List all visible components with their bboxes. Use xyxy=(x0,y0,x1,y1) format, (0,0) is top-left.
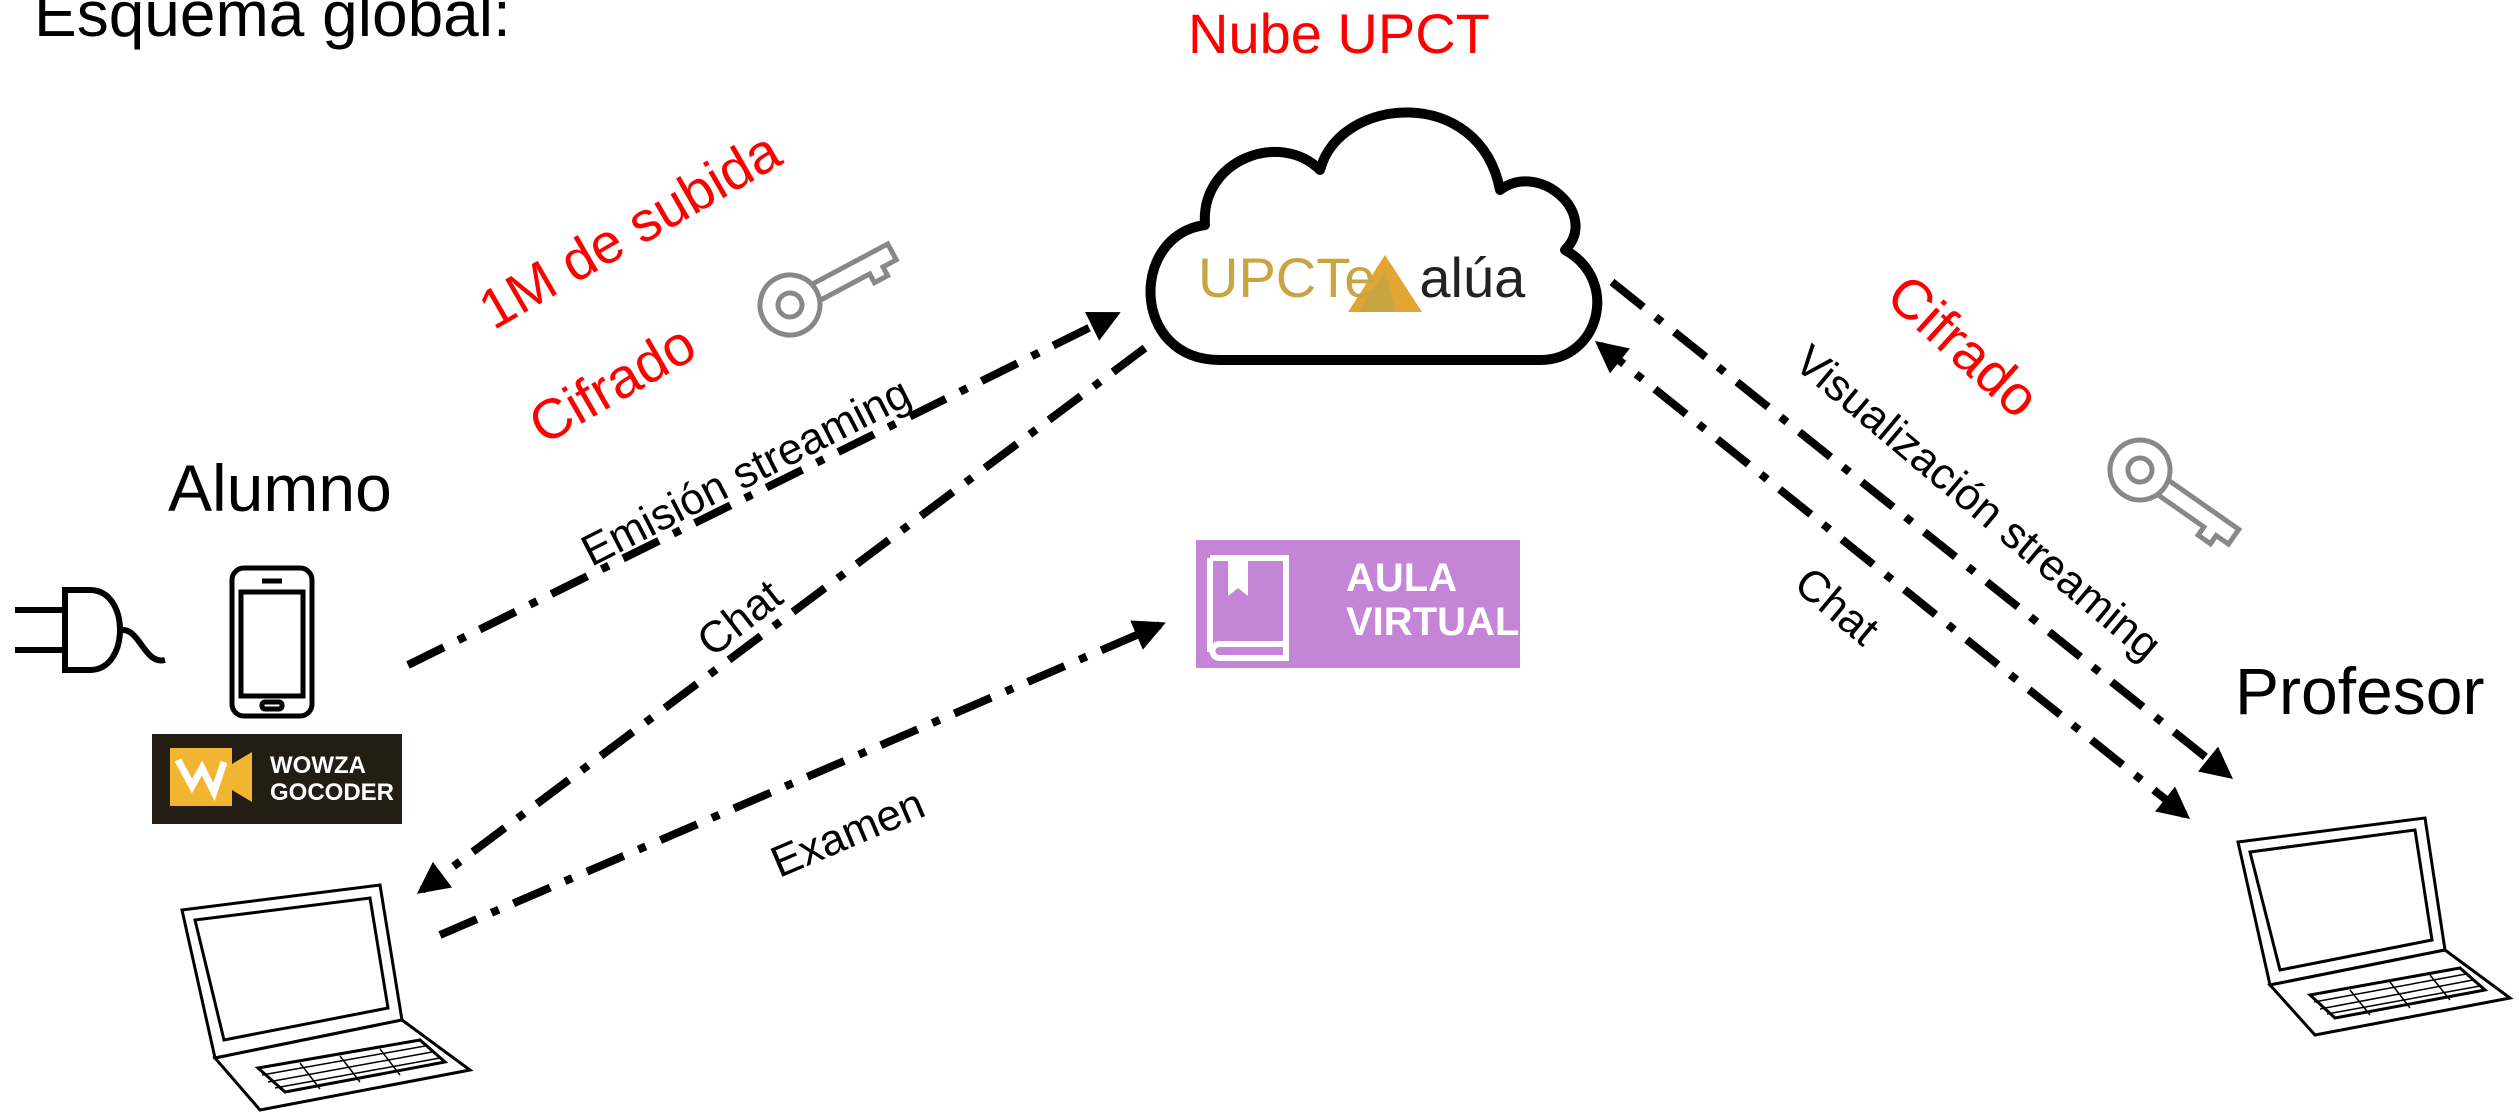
brand-logo-left: UPCTe xyxy=(1198,246,1376,309)
aula-virtual-line2: VIRTUAL xyxy=(1346,600,1520,644)
cloud-label: Nube UPCT xyxy=(1188,2,1490,65)
cloud-icon xyxy=(1145,107,1603,365)
wowza-icon xyxy=(170,748,252,806)
arrow-chat-left xyxy=(416,344,1148,894)
arrow-visualization xyxy=(1609,278,2233,779)
smartphone-icon xyxy=(229,565,315,719)
plug-icon xyxy=(15,587,166,673)
laptop-icon xyxy=(180,883,474,1112)
role-profesor: Profesor xyxy=(2235,654,2485,728)
brand-logo-right: alúa xyxy=(1419,246,1526,309)
key-icon xyxy=(757,240,900,338)
role-alumno: Alumno xyxy=(168,451,392,525)
page-title: Esquema global: xyxy=(34,0,511,50)
wowza-logo: WOWZA GOCODER xyxy=(152,734,402,824)
key-icon xyxy=(2107,437,2243,548)
aula-virtual-logo: AULA VIRTUAL xyxy=(1196,540,1520,668)
book-icon xyxy=(1207,555,1289,661)
arrow-emission xyxy=(406,311,1121,669)
laptop-icon xyxy=(2236,816,2514,1037)
aula-virtual-line1: AULA xyxy=(1346,556,1458,600)
wowza-line2: GOCODER xyxy=(270,779,395,806)
wowza-line1: WOWZA xyxy=(270,752,366,779)
arrow-exam xyxy=(438,620,1166,939)
